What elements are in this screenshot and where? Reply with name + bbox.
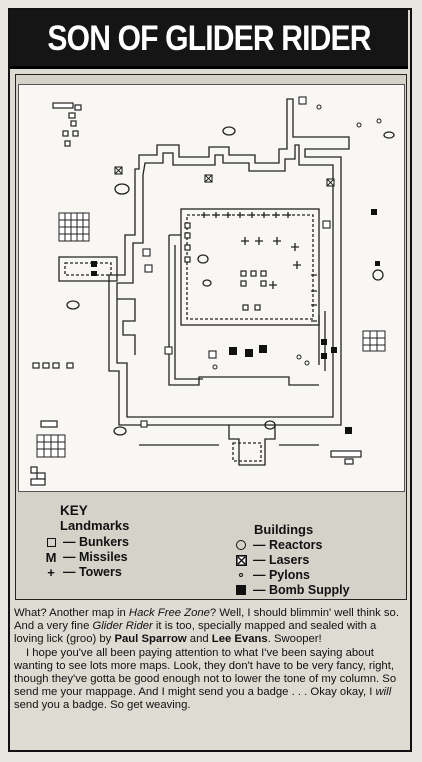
tower-cross-icon: +: [47, 564, 55, 580]
article-run: What? Another map in: [14, 607, 129, 619]
key-item-lasers: — Lasers: [232, 553, 309, 567]
bomb-supply-square-icon: [232, 583, 250, 597]
article-run: Paul Sparrow: [114, 633, 187, 646]
key-item-pylons: — Pylons: [232, 568, 310, 582]
title-banner: SON OF GLIDER RIDER: [10, 10, 408, 69]
key-item-missiles: M — Missiles: [42, 549, 128, 565]
inner-compound: [180, 208, 320, 326]
article-paragraph-1: What? Another map in Hack Free Zone? Wel…: [14, 607, 408, 647]
bunker-square-icon: [42, 535, 60, 549]
article-paragraph-2: I hope you've all been paying attention …: [14, 647, 408, 713]
article-run: will: [375, 686, 392, 699]
article-run: Hack Free Zone: [128, 607, 210, 619]
game-map: [18, 84, 405, 492]
key-item-towers: + — Towers: [42, 564, 122, 580]
laser-box-icon: [232, 553, 250, 567]
key-item-bunkers: — Bunkers: [42, 535, 129, 549]
article-run: Lee Evans: [211, 633, 268, 646]
article-run: . Swooper!: [267, 633, 322, 646]
article-run: and: [186, 633, 212, 646]
missile-m-icon: M: [45, 549, 57, 565]
outer-road: [108, 98, 350, 426]
article-run: send you a badge. So get weaving.: [14, 699, 191, 712]
key-item-bomb-supply: — Bomb Supply: [232, 583, 350, 597]
map-key: KEY Landmarks — Bunkers M — Missiles + —…: [18, 498, 403, 602]
pylon-dot-icon: [232, 568, 250, 582]
article-run: Glider Rider: [92, 620, 153, 633]
landmarks-heading: Landmarks: [60, 518, 130, 533]
key-title: KEY: [60, 503, 88, 518]
article-run: I hope you've all been paying attention …: [14, 646, 397, 699]
article-run: it is too, specially mapped and sealed w…: [14, 620, 377, 646]
article-text: What? Another map in Hack Free Zone? Wel…: [14, 607, 408, 713]
reactor-circle-icon: [232, 538, 250, 552]
buildings-heading: Buildings: [254, 522, 314, 537]
key-item-reactors: — Reactors: [232, 538, 322, 552]
page-title: SON OF GLIDER RIDER: [47, 19, 371, 58]
article-run: ? Well, I should blimmin' well think so.…: [14, 607, 399, 633]
